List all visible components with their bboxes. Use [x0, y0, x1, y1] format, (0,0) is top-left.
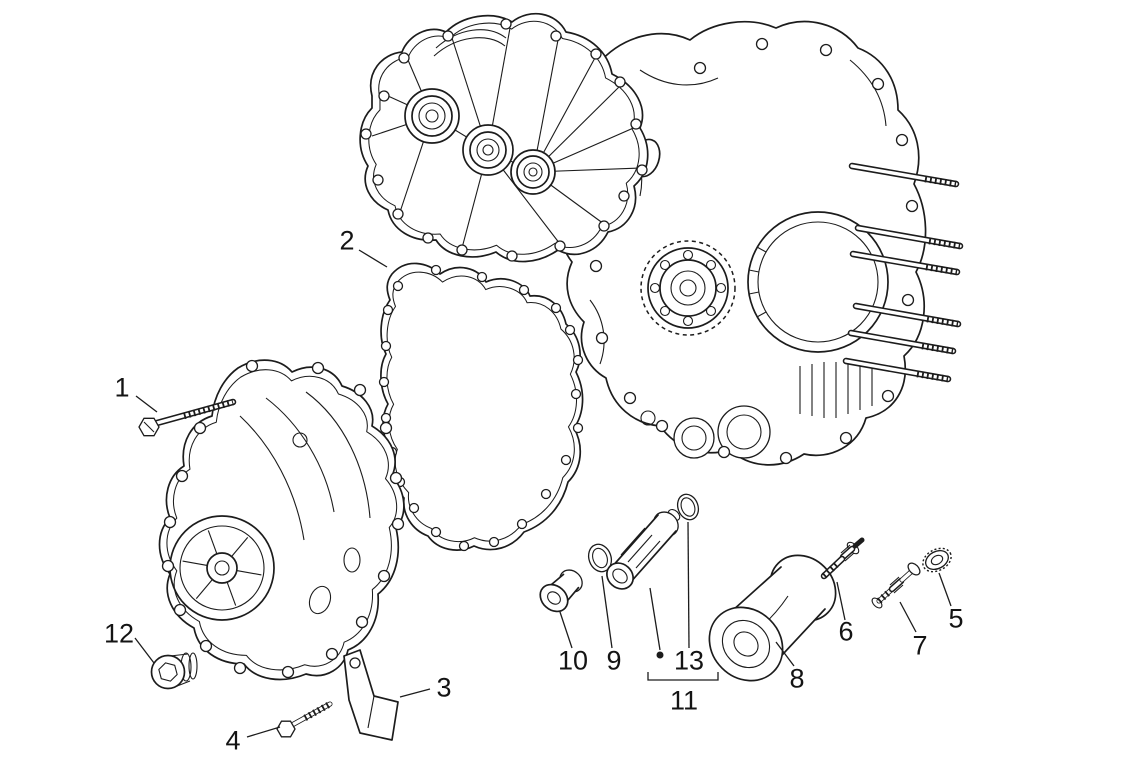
crankcase-studs	[842, 162, 964, 383]
part-8-oil-filter	[708, 554, 837, 682]
callout-13: 13	[673, 645, 705, 676]
part-1-bolt	[138, 398, 237, 437]
crankcase-half	[559, 20, 964, 466]
callout-3: 3	[436, 672, 452, 703]
part-12-plug	[150, 652, 198, 690]
part-6-fitting	[820, 537, 865, 580]
flywheel-side-cover	[158, 359, 405, 681]
part-11-strainer	[606, 508, 681, 590]
bearing-bosses	[404, 88, 556, 195]
callout-12: 12	[103, 618, 135, 649]
part-3-bracket	[343, 649, 399, 741]
part-10-plug	[539, 569, 583, 613]
part-9-o-ring	[587, 543, 613, 573]
part-5-washer	[922, 547, 952, 573]
callout-5: 5	[948, 603, 964, 634]
kit-leader-dot	[656, 651, 664, 659]
callout-8: 8	[789, 663, 805, 694]
callout-10: 10	[557, 645, 589, 676]
leader-lines	[134, 249, 952, 738]
callout-1: 1	[114, 372, 130, 403]
part-2-gasket	[378, 262, 584, 552]
transmission-cover	[359, 12, 649, 263]
callout-4: 4	[225, 725, 241, 756]
callout-9: 9	[606, 645, 622, 676]
part-4-bolt	[276, 701, 333, 738]
part-7-sensor	[871, 562, 921, 609]
callout-7: 7	[912, 630, 928, 661]
callout-2: 2	[339, 225, 355, 256]
callout-6: 6	[838, 616, 854, 647]
kit-bracket	[647, 672, 719, 681]
part-13-o-ring	[676, 493, 700, 521]
callout-11: 11	[669, 685, 699, 716]
